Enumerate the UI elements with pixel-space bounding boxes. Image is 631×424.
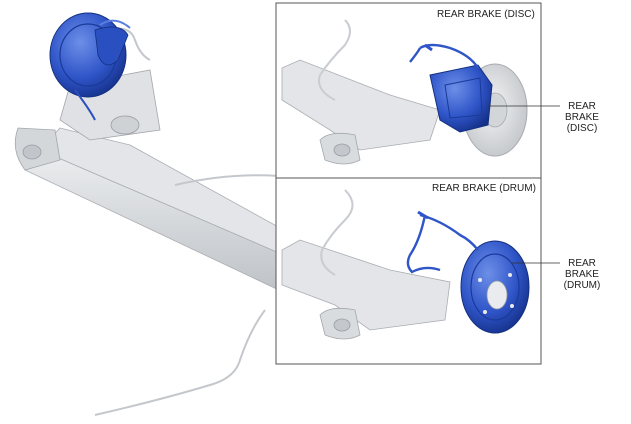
disc-callout-line3: (DISC): [566, 123, 598, 134]
disc-callout: REAR BRAKE (DISC): [562, 101, 602, 134]
drum-callout-line1: REAR: [568, 258, 596, 269]
drum-brake-illustration: [281, 189, 530, 340]
drum-callout: REAR BRAKE (DRUM): [562, 258, 602, 291]
drum-callout-line2: BRAKE: [565, 269, 599, 280]
disc-panel-title: REAR BRAKE (DISC): [437, 9, 535, 20]
disc-callout-line2: BRAKE: [565, 112, 599, 123]
left-drum-brake: [49, 12, 131, 121]
disc-callout-line1: REAR: [568, 101, 596, 112]
drum-panel-title: REAR BRAKE (DRUM): [432, 183, 536, 194]
disc-brake-illustration: [281, 19, 528, 165]
drum-callout-line3: (DRUM): [563, 280, 601, 291]
leader-lines: [488, 105, 560, 264]
